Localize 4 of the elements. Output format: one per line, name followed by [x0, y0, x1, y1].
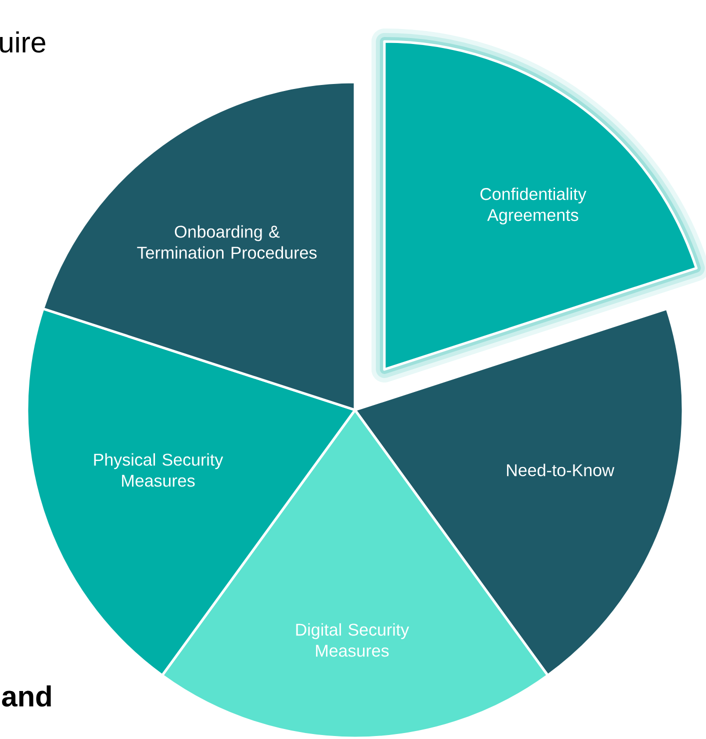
- pie-slice: Onboarding & Termination Procedures: [42, 80, 356, 412]
- partial-text: uire: [0, 31, 46, 53]
- pie-slice: Confidentiality Agreements: [371, 28, 706, 382]
- partial-text: and: [2, 685, 51, 707]
